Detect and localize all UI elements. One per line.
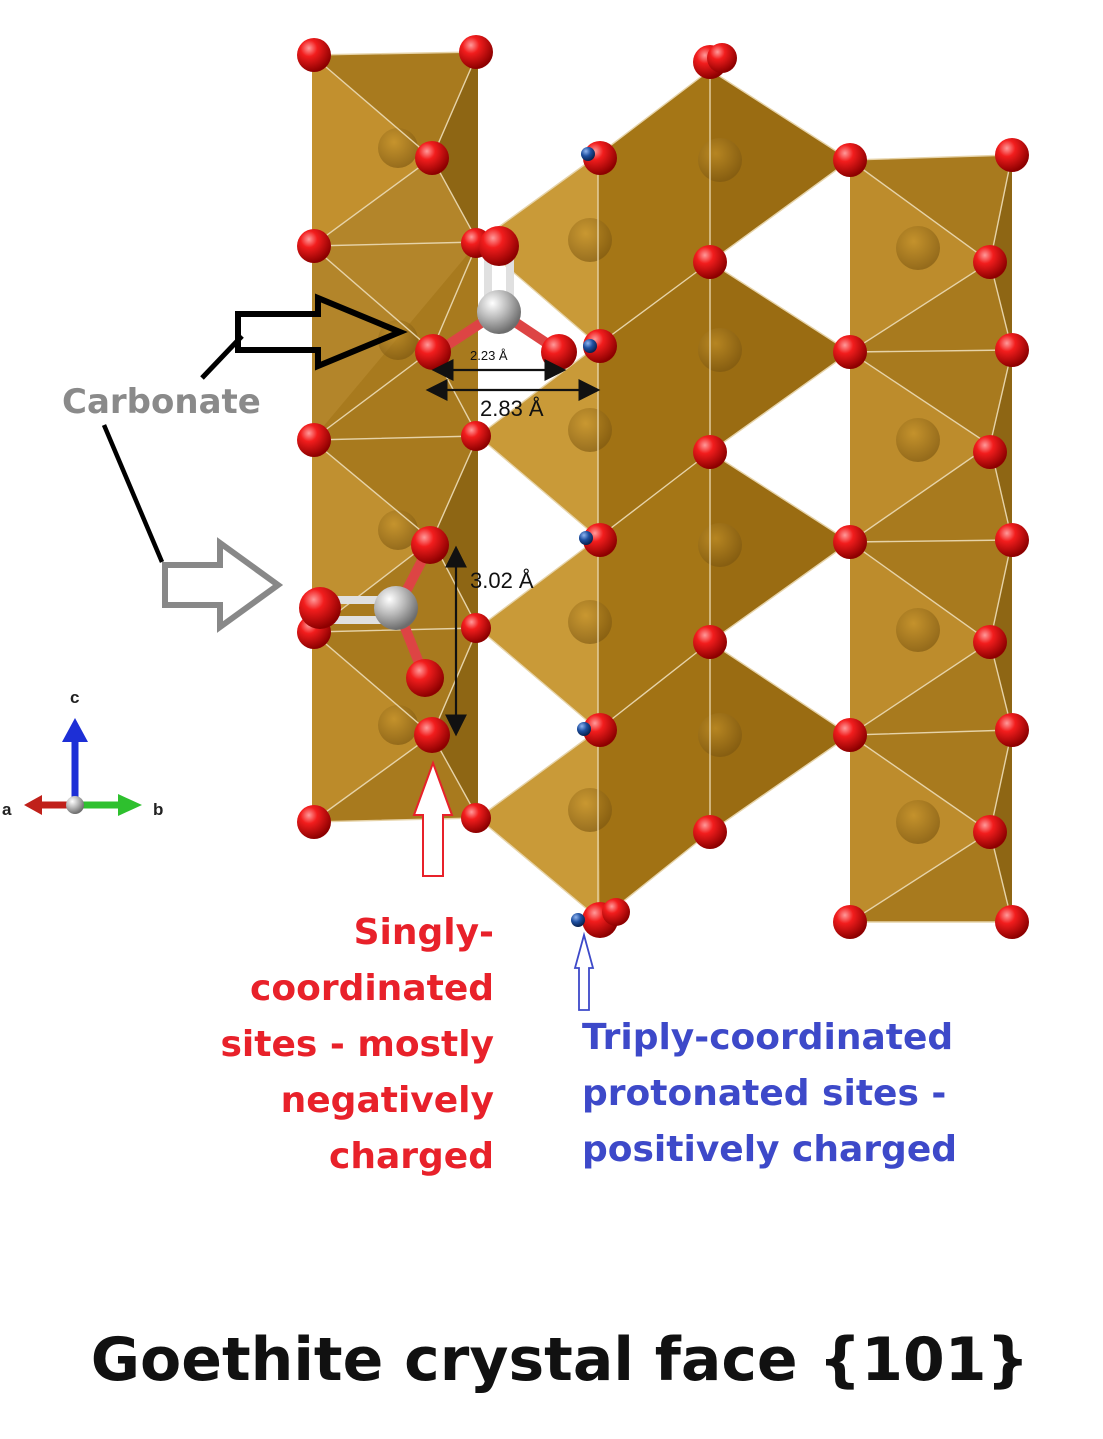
- figure-title: Goethite crystal face {101}: [90, 1325, 1030, 1395]
- axis-label-b: b: [153, 800, 164, 819]
- hydrogen-atoms: [571, 147, 597, 927]
- carbonate-arrow-black: [235, 293, 408, 371]
- distance-label-283: 2.83 Å: [480, 396, 544, 421]
- axis-label-a: a: [2, 800, 12, 819]
- singly-site-arrow: [412, 760, 454, 877]
- triply-coordinated-label: Triply-coordinated protonated sites - po…: [582, 1017, 958, 1170]
- distance-label-223: 2.23 Å: [470, 348, 508, 363]
- dimension-lines: [425, 359, 601, 737]
- carbonate-label: Carbonate: [62, 382, 261, 422]
- axis-indicator: [24, 718, 142, 816]
- carbonate-molecule-lower: [299, 526, 449, 697]
- triply-site-arrow: [573, 931, 595, 1011]
- site-pointer-arrows: [412, 760, 595, 1011]
- carbonate-molecule-upper: [415, 226, 577, 370]
- octahedron-column-right: [848, 154, 1013, 923]
- distance-label-302: 3.02 Å: [470, 568, 534, 593]
- octahedra-framework: [310, 51, 1013, 923]
- axis-label-c: c: [70, 688, 80, 707]
- carbonate-pointer-arrows: [101, 293, 408, 633]
- octahedron-column-middle: [477, 69, 852, 921]
- octahedron-column-left: [310, 51, 479, 823]
- oxygen-atoms: [297, 35, 1029, 939]
- carbonate-arrow-gray: [162, 537, 284, 633]
- singly-coordinated-label: Singly-coordinated sites - mostly negati…: [220, 912, 494, 1177]
